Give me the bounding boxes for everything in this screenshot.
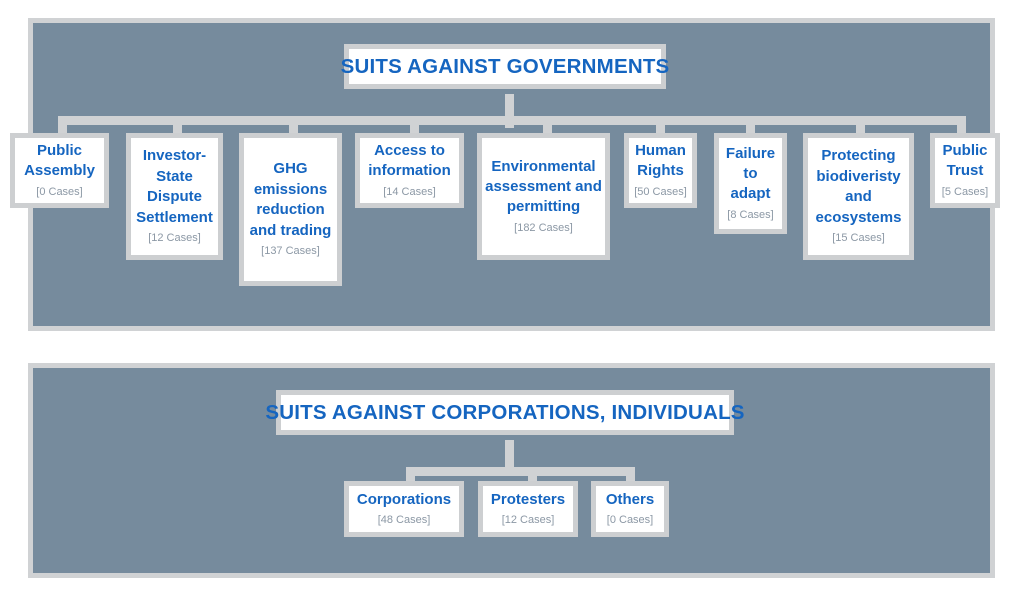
node-case-count: [12 Cases]: [148, 232, 201, 245]
connector-trunk-corporations: [505, 440, 514, 475]
node-case-count: [14 Cases]: [383, 185, 436, 198]
node-label: Public Trust: [942, 141, 988, 180]
node-case-count: [182 Cases]: [514, 221, 573, 234]
connector-stub-failure-adapt: [746, 116, 755, 143]
node-corporations-title[interactable]: SUITS AGAINST CORPORATIONS, INDIVIDUALS: [265, 390, 744, 435]
node-ghg-emissions-reduction-and-trading[interactable]: GHG emissions reduction and trading [137…: [239, 133, 342, 286]
node-label: GHG emissions reduction and trading: [249, 160, 332, 239]
node-label: SUITS AGAINST CORPORATIONS, INDIVIDUALS: [265, 400, 745, 424]
connector-stub-corporations: [406, 467, 415, 488]
node-failure-to-adapt[interactable]: Failure to adapt [8 Cases]: [714, 133, 787, 234]
node-public-trust[interactable]: Public Trust [5 Cases]: [930, 133, 1000, 208]
node-others[interactable]: Others [0 Cases]: [591, 481, 669, 537]
connector-stub-public-assembly: [58, 116, 67, 143]
node-case-count: [5 Cases]: [941, 185, 989, 198]
node-label: Investor-State Dispute Settlement: [136, 147, 213, 226]
node-access-to-information[interactable]: Access to information [14 Cases]: [355, 133, 464, 208]
connector-trunk-governments: [505, 94, 514, 128]
connector-stub-access-info: [410, 116, 419, 143]
node-case-count: [48 Cases]: [377, 513, 431, 526]
node-label: Others: [605, 490, 655, 508]
connector-stub-env-assessment: [543, 116, 552, 143]
connector-stub-biodiversity: [856, 116, 865, 143]
connector-stub-investor-state: [173, 116, 182, 143]
node-label: Human Rights: [635, 141, 686, 180]
node-label: Protecting biodiveristy and ecosystems: [815, 147, 902, 226]
connector-stub-human-rights: [656, 116, 665, 143]
connector-stub-protesters: [528, 467, 537, 488]
connector-stub-ghg: [289, 116, 298, 143]
node-human-rights[interactable]: Human Rights [50 Cases]: [624, 133, 697, 208]
node-label: Access to information: [368, 141, 451, 180]
node-investor-state-dispute-settlement[interactable]: Investor-State Dispute Settlement [12 Ca…: [126, 133, 223, 260]
node-case-count: [0 Cases]: [606, 513, 654, 526]
node-case-count: [0 Cases]: [36, 185, 83, 198]
node-case-count: [50 Cases]: [634, 185, 687, 198]
node-label: SUITS AGAINST GOVERNMENTS: [340, 54, 670, 78]
node-protesters[interactable]: Protesters [12 Cases]: [478, 481, 578, 537]
node-protecting-biodiversity-and-ecosystems[interactable]: Protecting biodiveristy and ecosystems […: [803, 133, 914, 260]
node-governments-title[interactable]: SUITS AGAINST GOVERNMENTS: [341, 44, 669, 89]
connector-bus-governments: [58, 116, 966, 125]
node-case-count: [15 Cases]: [832, 232, 885, 245]
node-case-count: [8 Cases]: [727, 208, 774, 221]
node-corporations[interactable]: Corporations [48 Cases]: [344, 481, 464, 537]
node-environmental-assessment-and-permitting[interactable]: Environmental assessment and permitting …: [477, 133, 610, 260]
connector-bus-corporations: [406, 467, 635, 476]
connector-stub-public-trust: [957, 116, 966, 143]
node-public-assembly[interactable]: Public Assembly [0 Cases]: [10, 133, 109, 208]
node-label: Protesters: [490, 490, 566, 508]
node-case-count: [137 Cases]: [261, 245, 320, 258]
node-case-count: [12 Cases]: [501, 513, 555, 526]
node-label: Failure to adapt: [725, 144, 776, 203]
node-label: Environmental assessment and permitting: [485, 157, 602, 216]
connector-stub-others: [626, 467, 635, 488]
node-label: Corporations: [356, 490, 452, 508]
node-label: Public Assembly: [24, 141, 95, 180]
